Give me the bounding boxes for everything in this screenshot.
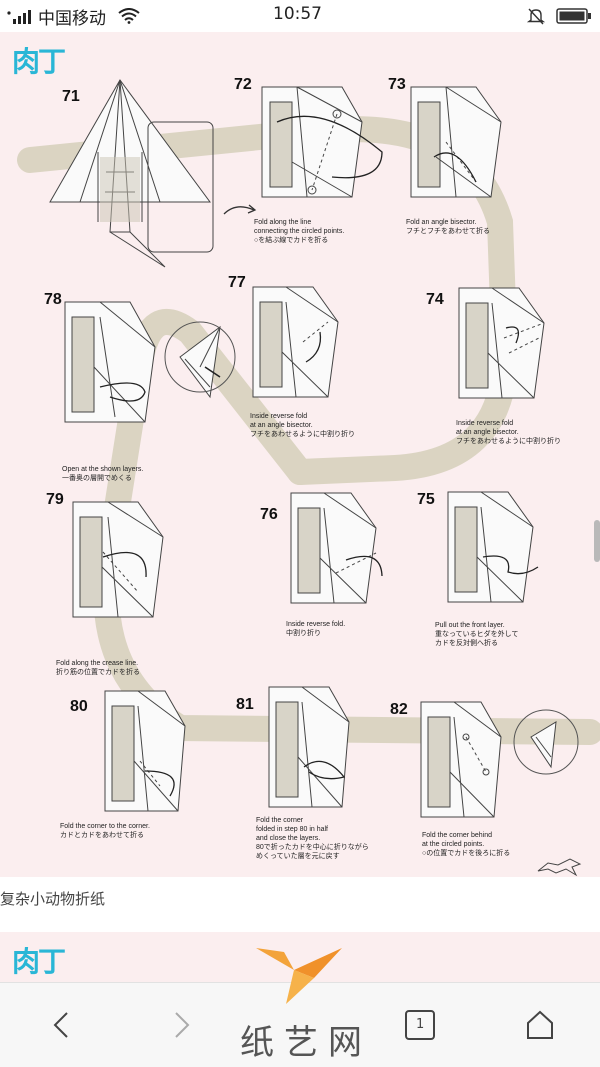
step-caption: Fold the corner to the corner.カドとカドをあわせて… bbox=[60, 823, 150, 839]
arrow-icon bbox=[223, 204, 257, 215]
site-watermark: 纸艺网 bbox=[240, 1023, 372, 1063]
home-button[interactable] bbox=[516, 1001, 564, 1049]
step-number: 79 bbox=[46, 491, 64, 508]
step-caption: Inside reverse fold.中割り折り bbox=[286, 621, 346, 637]
status-bar: 中国移动 10:57 bbox=[0, 0, 600, 32]
origami-step-drawing bbox=[72, 501, 164, 618]
step-number: 74 bbox=[426, 291, 444, 308]
origami-step-drawing bbox=[420, 701, 579, 818]
tab-count: 1 bbox=[416, 1017, 425, 1032]
origami-step-drawing bbox=[104, 690, 186, 812]
image-caption-bar: 复杂小动物折纸 bbox=[0, 878, 600, 932]
step-number: 72 bbox=[234, 76, 252, 93]
origami-step-drawing bbox=[458, 287, 545, 399]
clock: 10:57 bbox=[273, 4, 322, 24]
tabs-button[interactable]: 1 bbox=[396, 1001, 444, 1049]
scrollbar[interactable] bbox=[594, 520, 600, 562]
step-number: 76 bbox=[260, 506, 278, 523]
step-number: 80 bbox=[70, 698, 88, 715]
origami-step-drawing bbox=[261, 86, 383, 198]
origami-step-drawing bbox=[252, 286, 339, 398]
origami-step-drawing bbox=[410, 86, 502, 198]
chevron-right-icon bbox=[175, 1012, 190, 1038]
finished-animal-icon bbox=[537, 858, 582, 877]
wifi-icon bbox=[118, 8, 140, 24]
step-number: 81 bbox=[236, 696, 254, 713]
image-caption: 复杂小动物折纸 bbox=[0, 890, 106, 908]
step-number: 71 bbox=[62, 88, 80, 105]
tabs-icon bbox=[405, 1010, 435, 1040]
forward-button[interactable] bbox=[157, 1001, 205, 1049]
origami-step-drawing bbox=[268, 686, 350, 808]
bird-logo-icon bbox=[256, 948, 342, 1004]
battery-icon bbox=[556, 8, 591, 24]
carrier-label: 中国移动 bbox=[38, 9, 106, 29]
step-number: 75 bbox=[417, 491, 435, 508]
origami-step-drawing bbox=[64, 301, 236, 423]
site-logo: 肉丁 bbox=[12, 45, 66, 78]
step-caption: Pull out the front layer.重なっているヒダを外してカドを… bbox=[435, 622, 519, 647]
origami-step-drawing bbox=[290, 492, 383, 604]
step-number: 82 bbox=[390, 701, 408, 718]
step-caption: Fold along the crease line.折り筋の位置でカドを折る bbox=[56, 660, 140, 676]
mute-bell-icon bbox=[527, 8, 545, 25]
home-icon bbox=[527, 1010, 553, 1039]
step-number: 73 bbox=[388, 76, 406, 93]
site-logo: 肉丁 bbox=[12, 945, 66, 978]
origami-diagram-image[interactable]: 肉丁 71 72 bbox=[0, 32, 600, 877]
step-number: 77 bbox=[228, 274, 246, 291]
chevron-left-icon bbox=[53, 1012, 68, 1038]
origami-step-drawing bbox=[447, 491, 539, 603]
step-number: 78 bbox=[44, 291, 62, 308]
step-caption: Fold an angle bisector.フチとフチをあわせて折る bbox=[406, 219, 490, 235]
signal-icon bbox=[7, 10, 31, 24]
back-button[interactable] bbox=[38, 1001, 86, 1049]
origami-step-drawing bbox=[49, 79, 214, 268]
step-caption: Open at the shown layers.一番奥の層開でめくる bbox=[62, 466, 144, 482]
